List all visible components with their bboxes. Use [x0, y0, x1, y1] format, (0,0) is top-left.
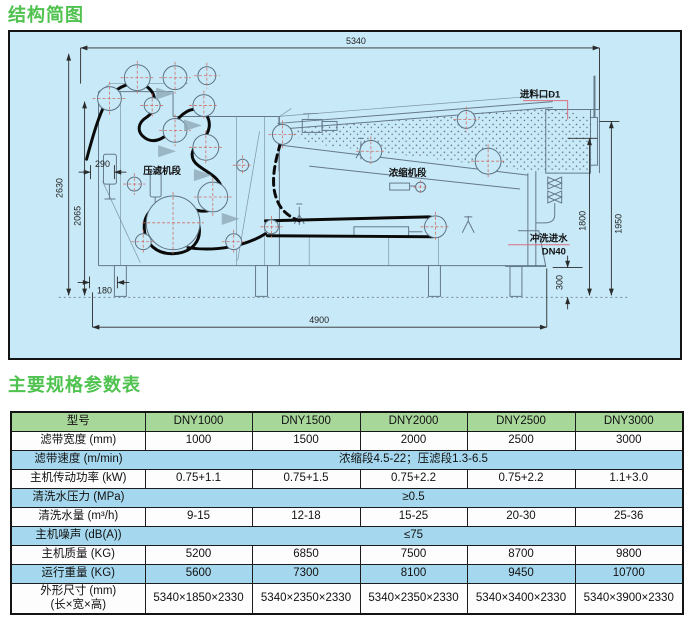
size-label-line1: 外形尺寸 (mm) — [40, 585, 117, 598]
drive-motor — [301, 113, 338, 133]
size-label-line2: (长×宽×高) — [50, 599, 107, 612]
dim-left-offset: 290 — [95, 159, 110, 169]
row-noise: 主机噪声 (dB(A)) ≤75 — [10, 525, 684, 546]
col-dny2000: DNY2000 — [359, 411, 468, 432]
row-overall-size: 外形尺寸 (mm) (长×宽×高) 5340×1850×2330 5340×23… — [10, 582, 684, 615]
row-drive-power: 主机传动功率 (kW) 0.75+1.1 0.75+1.5 0.75+2.2 0… — [10, 468, 684, 489]
col-dny3000: DNY3000 — [574, 411, 684, 432]
filter-belt — [85, 81, 442, 256]
dim-total-height: 2630 — [55, 178, 65, 198]
diagram-section-title: 结构简图 — [8, 5, 84, 25]
structure-diagram: 5340 2630 2065 290 180 4900 1800 — [55, 36, 628, 330]
wash-water-label: 冲洗进水 — [530, 233, 568, 245]
col-dny2500: DNY2500 — [466, 411, 576, 432]
thickening-section-label: 浓缩机段 — [389, 167, 427, 179]
dim-base-length: 4900 — [309, 315, 329, 325]
dim-base-offset: 180 — [97, 285, 112, 295]
row-wash-flow: 清洗水量 (m³/h) 9-15 12-18 15-25 20-30 25-36 — [10, 506, 684, 527]
row-running-weight: 运行重量 (KG) 5600 7300 8100 9450 10700 — [10, 563, 684, 584]
row-belt-width: 滤带宽度 (mm) 1000 1500 2000 2500 3000 — [10, 430, 684, 451]
structure-diagram-frame: 5340 2630 2065 290 180 4900 1800 — [8, 30, 682, 360]
rollers — [92, 60, 506, 254]
dim-base-clearance: 300 — [555, 275, 565, 290]
press-section-label: 压滤机段 — [143, 165, 181, 177]
dim-right-height: 1950 — [613, 214, 623, 234]
wash-water-dn-label: DN40 — [542, 247, 566, 258]
row-wash-pressure: 清洗水压力 (MPa) ≥0.5 — [10, 487, 684, 508]
component-labels: 压滤机段 浓缩机段 进料口D1 冲洗进水 DN40 — [143, 89, 570, 258]
dimension-lines: 5340 2630 2065 290 180 4900 1800 — [55, 36, 623, 330]
spec-table: 型号 DNY1000 DNY1500 DNY2000 DNY2500 DNY30… — [10, 411, 684, 615]
col-model: 型号 — [10, 411, 146, 432]
thickening-icon — [389, 180, 428, 195]
dim-overall-length: 5340 — [346, 36, 366, 46]
plow-wedges — [156, 87, 240, 225]
col-dny1000: DNY1000 — [144, 411, 253, 432]
catalog-page: 结构简图 — [0, 4, 690, 615]
feed-inlet-leader — [522, 100, 569, 120]
row-machine-weight: 主机质量 (KG) 5200 6850 7500 8700 9800 — [10, 544, 684, 565]
sprayer-icon — [461, 215, 475, 233]
col-dny1500: DNY1500 — [251, 411, 361, 432]
feed-valve — [535, 176, 563, 224]
table-section-title: 主要规格参数表 — [8, 375, 141, 395]
table-header-row: 型号 DNY1000 DNY1500 DNY2000 DNY2500 DNY30… — [10, 411, 684, 432]
dim-frame-height: 2065 — [73, 206, 83, 226]
row-belt-speed: 滤带速度 (m/min) 浓缩段4.5-22；压滤段1.3-6.5 — [10, 449, 684, 470]
feed-inlet-label: 进料口D1 — [520, 89, 560, 101]
dim-feed-height: 1800 — [578, 211, 588, 231]
